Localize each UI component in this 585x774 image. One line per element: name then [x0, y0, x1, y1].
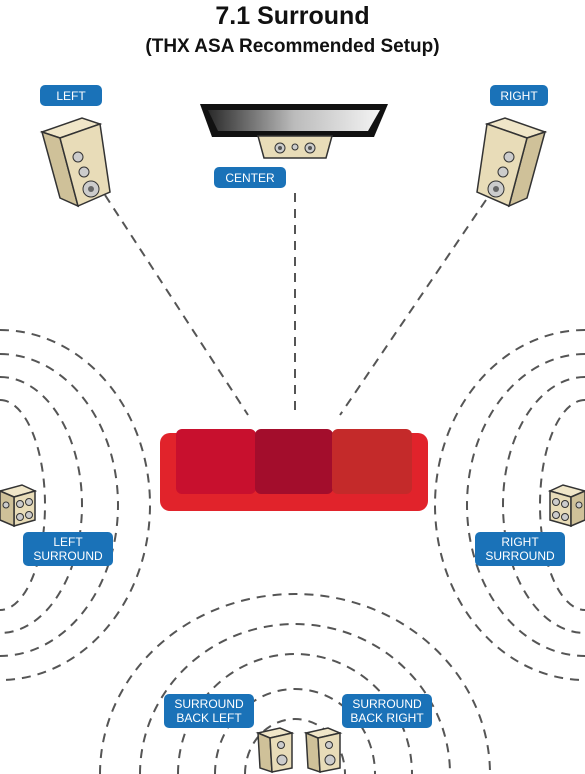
center-speaker-icon [257, 135, 333, 159]
left-surround-waves [0, 329, 151, 681]
diagram-title: 7.1 Surround [215, 2, 370, 30]
left-surround-label: LEFT SURROUND [23, 532, 113, 566]
sofa-icon [160, 429, 428, 511]
surround-back-right-speaker-icon [303, 727, 343, 774]
right-surround-waves [434, 329, 585, 681]
tv-icon [200, 104, 388, 137]
right-speaker-icon [476, 117, 548, 208]
left-sound-path [104, 194, 249, 416]
left-speaker-icon [39, 117, 111, 208]
left-label: LEFT [40, 85, 102, 106]
right-sound-path [339, 199, 487, 416]
surround-back-left-label: SURROUND BACK LEFT [164, 694, 254, 728]
surround-back-left-speaker-icon [255, 727, 295, 774]
right-surround-speaker-icon [547, 484, 585, 528]
left-surround-speaker-icon [0, 484, 38, 528]
diagram-subtitle: (THX ASA Recommended Setup) [145, 36, 440, 57]
sound-path-lines [104, 193, 487, 416]
right-label: RIGHT [490, 85, 548, 106]
center-label: CENTER [214, 167, 286, 188]
right-surround-label: RIGHT SURROUND [475, 532, 565, 566]
surround-back-waves [99, 593, 491, 774]
surround-back-right-label: SURROUND BACK RIGHT [342, 694, 432, 728]
